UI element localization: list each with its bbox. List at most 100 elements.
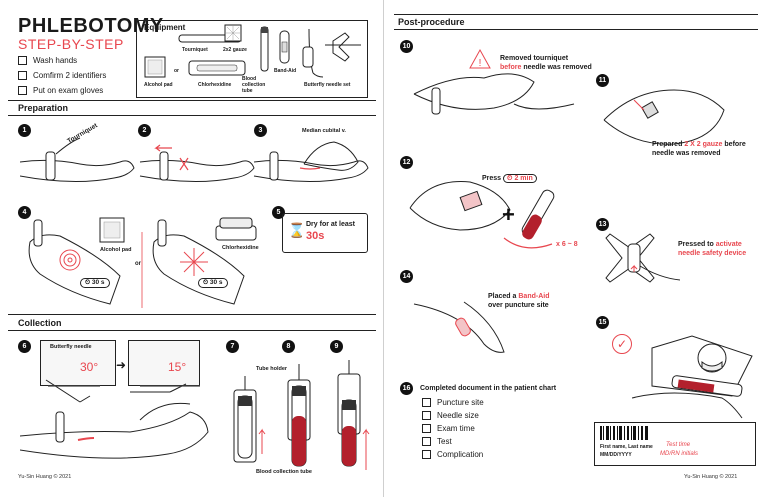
step11-line: before [724, 141, 746, 148]
step13-line2: needle safety device [678, 250, 747, 257]
credit: Yu-Sin Huang © 2021 [18, 474, 72, 480]
plus-icon: + [502, 202, 515, 227]
checklist-label: Comfirm 2 identifiers [33, 71, 107, 80]
step14-text: Placed a Band-Aid over puncture site [488, 292, 549, 310]
poster-subtitle: STEP-BY-STEP [18, 36, 124, 52]
step-number: 7 [226, 340, 239, 353]
step15-illustration [632, 335, 753, 419]
equip-label: Alcohol pad [144, 82, 173, 88]
step-number: 13 [596, 218, 609, 231]
patient-name: First name, Last name [600, 444, 653, 450]
step13-emphasis: activate [715, 241, 742, 248]
step10-illustration: ! [413, 48, 575, 115]
timer-badge: ⏲ 30 s [80, 278, 110, 288]
step10-line2: needle was removed [523, 64, 592, 71]
up-arrow-icon [258, 428, 266, 454]
doc-checklist-item[interactable]: Puncture site [422, 398, 484, 407]
equipment-box [136, 20, 368, 98]
left-page: PHLEBOTOMY STEP-BY-STEP Wash hands Comfi… [8, 0, 384, 497]
collection-illustration [20, 379, 209, 459]
warning-icon [469, 48, 491, 69]
step-number: 2 [138, 124, 151, 137]
step10-text: Removed tourniquet before needle was rem… [500, 54, 592, 72]
checkbox[interactable] [422, 424, 431, 433]
step11-line2: needle was removed [652, 150, 721, 157]
svg-text:!: ! [479, 58, 482, 69]
doc-item-label: Exam time [437, 424, 475, 433]
step-number: 4 [18, 206, 31, 219]
checklist-label: Put on exam gloves [33, 86, 104, 95]
section-divider [8, 314, 376, 315]
equip-label: Blood collection tube [242, 76, 266, 94]
timer-badge: ⏲ 30 s [198, 278, 228, 288]
press-label: Press [482, 175, 502, 182]
step12-press: Press ⏲ 2 min [482, 174, 537, 183]
step-number: 14 [400, 270, 413, 283]
checklist-label: Wash hands [33, 56, 78, 65]
doc-item-label: Needle size [437, 411, 479, 420]
step10-line1: Removed tourniquet [500, 55, 569, 62]
tube-holder-label: Tube holder [256, 366, 288, 372]
tube-label: Blood collection tube [256, 469, 312, 475]
step14-line: Placed a [488, 293, 517, 300]
checkbox[interactable] [18, 86, 27, 95]
chlorhexidine-label: Chlorhexidine [222, 245, 259, 251]
step14-illustration [413, 301, 505, 353]
check-icon: ✓ [612, 334, 632, 354]
equip-label: or [174, 68, 179, 74]
angle-30: 30° [80, 360, 99, 374]
section-divider [394, 29, 758, 30]
gauze-icon [641, 101, 659, 119]
step-number: 5 [272, 206, 285, 219]
tube-icon [260, 26, 269, 72]
dry-text: Dry for at least [306, 221, 356, 228]
equip-label: 2x2 gauze [223, 47, 247, 53]
preparation-arm-illustrations [20, 137, 369, 183]
hourglass-icon: ⌛ [288, 222, 306, 238]
spiral-icon [59, 249, 81, 271]
step-number: 8 [282, 340, 295, 353]
doc-checklist-item[interactable]: Complication [422, 450, 483, 459]
doc-checklist-item[interactable]: Test [422, 437, 452, 446]
checkbox[interactable] [422, 450, 431, 459]
press-time: 2 min [514, 175, 533, 182]
step-number: 11 [596, 74, 609, 87]
doc-checklist-item[interactable]: Needle size [422, 411, 479, 420]
dry-time: 30s [306, 230, 325, 242]
checkbox[interactable] [18, 71, 27, 80]
tourniquet-tail [55, 137, 81, 155]
checkbox[interactable] [422, 398, 431, 407]
equip-label: Tourniquet [182, 47, 208, 53]
step-number: 12 [400, 156, 413, 169]
step-number: 1 [18, 124, 31, 137]
preparation-header: Preparation [18, 103, 69, 113]
equip-label: Band-Aid [274, 68, 297, 74]
patient-dob: MM/DD/YYYY [600, 452, 632, 458]
step13-line: Pressed to [678, 241, 714, 248]
checklist-item[interactable]: Put on exam gloves [18, 86, 103, 95]
step-number: 6 [18, 340, 31, 353]
step12-illustration: + [409, 181, 555, 249]
checkbox[interactable] [422, 411, 431, 420]
step11-illustration [603, 89, 725, 145]
tube-illustrations [233, 360, 370, 470]
timer-value: 30 s [91, 279, 105, 286]
or-label: or [135, 261, 141, 267]
checklist-item[interactable]: Comfirm 2 identifiers [18, 71, 106, 80]
doc-checklist-item[interactable]: Exam time [422, 424, 475, 433]
checklist-item[interactable]: Wash hands [18, 56, 77, 65]
step-number: 15 [596, 316, 609, 329]
barcode-icon [600, 426, 648, 440]
checkbox[interactable] [422, 437, 431, 446]
step-number: 3 [254, 124, 267, 137]
section-divider [8, 100, 376, 101]
angle-15: 15° [168, 360, 187, 374]
step16-text: Completed document in the patient chart [420, 385, 557, 392]
step-number: 9 [330, 340, 343, 353]
label-test-time: Test time [666, 442, 691, 448]
step-number: 10 [400, 40, 413, 53]
poster-title: PHLEBOTOMY [18, 15, 164, 37]
step-number: 16 [400, 382, 413, 395]
doc-item-label: Puncture site [437, 398, 484, 407]
checkbox[interactable] [18, 56, 27, 65]
